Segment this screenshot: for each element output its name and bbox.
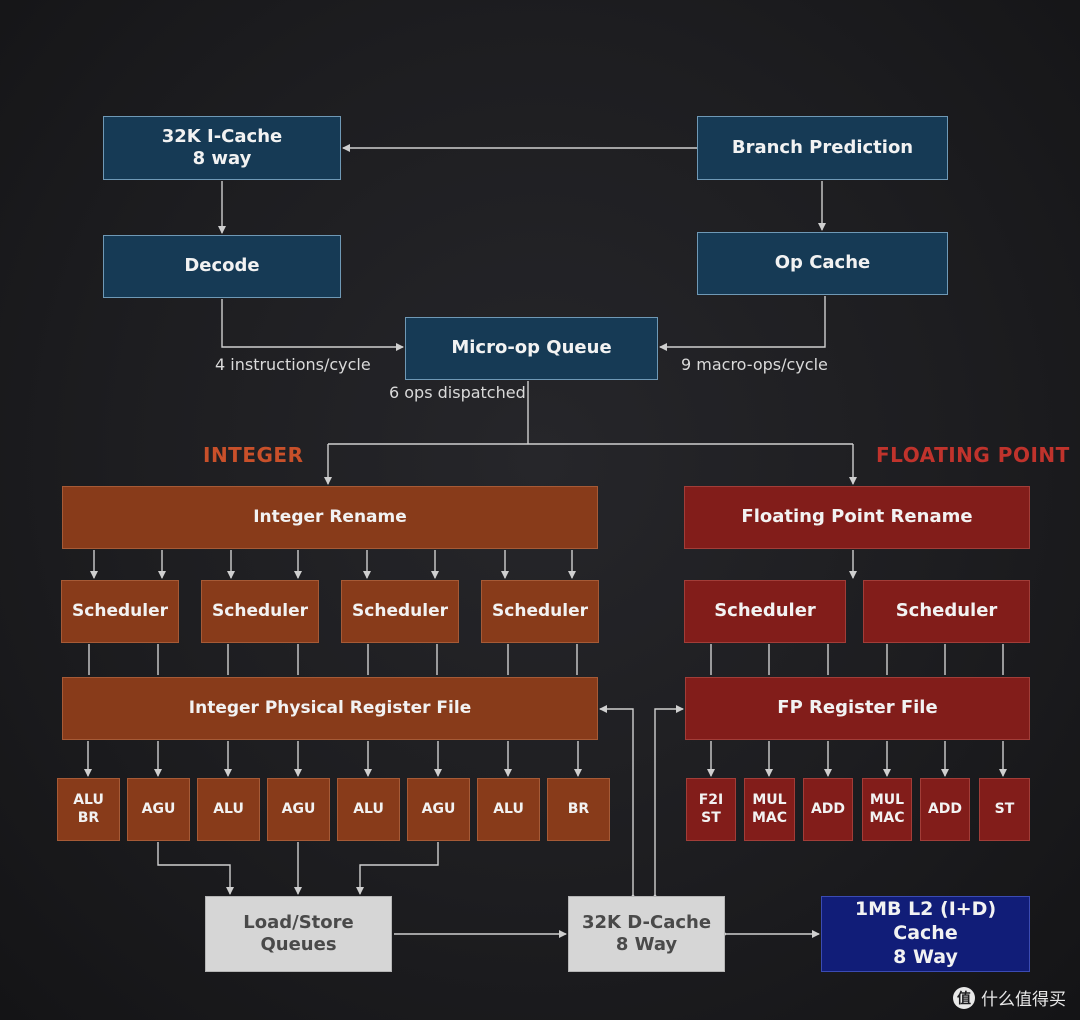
opcache-rate-label: 9 macro-ops/cycle xyxy=(681,355,828,374)
fp-rename-label: Floating Point Rename xyxy=(741,506,973,528)
integer-scheduler-label: Scheduler xyxy=(212,600,308,621)
integer-register-file-block: Integer Physical Register File xyxy=(62,677,598,740)
watermark: 值 什么值得买 xyxy=(953,985,1066,1010)
fp-heading: FLOATING POINT xyxy=(876,443,1070,467)
integer-unit-label: AGU xyxy=(281,800,316,817)
icache-label: 32K I-Cache 8 way xyxy=(161,125,283,170)
integer-unit-label: BR xyxy=(567,800,590,817)
integer-unit-agu: AGU xyxy=(267,778,330,841)
integer-scheduler-label: Scheduler xyxy=(72,600,168,621)
connector-arrow-52 xyxy=(651,705,684,901)
integer-unit-label: ALU xyxy=(353,800,384,817)
dispatch-label: 6 ops dispatched xyxy=(389,383,526,402)
fp-unit-label: ADD xyxy=(810,800,846,817)
connector-arrow-47 xyxy=(157,842,234,895)
d-cache-block: 32K D-Cache 8 Way xyxy=(568,896,725,972)
fp-rename-block: Floating Point Rename xyxy=(684,486,1030,549)
l2-cache-block: 1MB L2 (I+D) Cache 8 Way xyxy=(821,896,1030,972)
branch-prediction-label: Branch Prediction xyxy=(731,136,914,158)
integer-unit-alu: ALU xyxy=(197,778,260,841)
fp-unit-mul-mac: MUL MAC xyxy=(744,778,795,841)
fp-unit-label: F2I ST xyxy=(698,792,724,826)
fp-unit-label: ST xyxy=(994,800,1015,817)
integer-unit-agu: AGU xyxy=(407,778,470,841)
integer-scheduler-2: Scheduler xyxy=(201,580,319,643)
integer-unit-label: ALU xyxy=(213,800,244,817)
integer-rename-block: Integer Rename xyxy=(62,486,598,549)
fp-scheduler-1: Scheduler xyxy=(684,580,846,643)
integer-unit-label: AGU xyxy=(421,800,456,817)
integer-scheduler-label: Scheduler xyxy=(352,600,448,621)
icache-block: 32K I-Cache 8 way xyxy=(103,116,341,180)
integer-unit-label: ALU xyxy=(493,800,524,817)
connector-arrow-4 xyxy=(221,299,404,351)
connector-arrow-49 xyxy=(356,842,439,895)
fp-unit-label: MUL MAC xyxy=(751,792,788,826)
decode-rate-label: 4 instructions/cycle xyxy=(215,355,371,374)
op-cache-block: Op Cache xyxy=(697,232,948,295)
integer-unit-br: BR xyxy=(547,778,610,841)
watermark-text: 什么值得买 xyxy=(981,990,1066,1010)
integer-heading: INTEGER xyxy=(203,443,304,467)
integer-unit-alu: ALU xyxy=(337,778,400,841)
fp-register-file-block: FP Register File xyxy=(685,677,1030,740)
fp-register-file-label: FP Register File xyxy=(777,697,938,719)
micro-op-queue-label: Micro-op Queue xyxy=(451,337,612,359)
op-cache-label: Op Cache xyxy=(774,252,871,274)
integer-unit-agu: AGU xyxy=(127,778,190,841)
integer-rename-label: Integer Rename xyxy=(253,506,407,527)
fp-unit-st: ST xyxy=(979,778,1030,841)
fp-scheduler-label: Scheduler xyxy=(895,600,998,622)
micro-op-queue-block: Micro-op Queue xyxy=(405,317,658,380)
fp-unit-label: ADD xyxy=(927,800,963,817)
fp-scheduler-2: Scheduler xyxy=(863,580,1030,643)
branch-prediction-block: Branch Prediction xyxy=(697,116,948,180)
load-store-queues-label: Load/Store Queues xyxy=(243,911,354,956)
smzdm-logo-icon: 值 xyxy=(953,986,975,1009)
integer-scheduler-label: Scheduler xyxy=(492,600,588,621)
fp-unit-f2i-st: F2I ST xyxy=(686,778,736,841)
connector-arrow-5 xyxy=(659,296,826,351)
fp-unit-mul-mac: MUL MAC xyxy=(862,778,912,841)
integer-scheduler-3: Scheduler xyxy=(341,580,459,643)
integer-scheduler-4: Scheduler xyxy=(481,580,599,643)
d-cache-label: 32K D-Cache 8 Way xyxy=(581,911,712,956)
l2-cache-label: 1MB L2 (I+D) Cache 8 Way xyxy=(854,898,997,968)
integer-register-file-label: Integer Physical Register File xyxy=(188,697,472,718)
decode-block: Decode xyxy=(103,235,341,298)
integer-unit-label: AGU xyxy=(141,800,176,817)
fp-unit-label: MUL MAC xyxy=(869,792,905,826)
decode-label: Decode xyxy=(184,255,260,277)
fp-unit-add: ADD xyxy=(803,778,853,841)
integer-unit-label: ALU BR xyxy=(73,792,104,826)
fp-unit-add: ADD xyxy=(920,778,970,841)
integer-unit-alu-br: ALU BR xyxy=(57,778,120,841)
integer-unit-alu: ALU xyxy=(477,778,540,841)
integer-scheduler-1: Scheduler xyxy=(61,580,179,643)
load-store-queues-block: Load/Store Queues xyxy=(205,896,392,972)
fp-scheduler-label: Scheduler xyxy=(714,600,816,622)
